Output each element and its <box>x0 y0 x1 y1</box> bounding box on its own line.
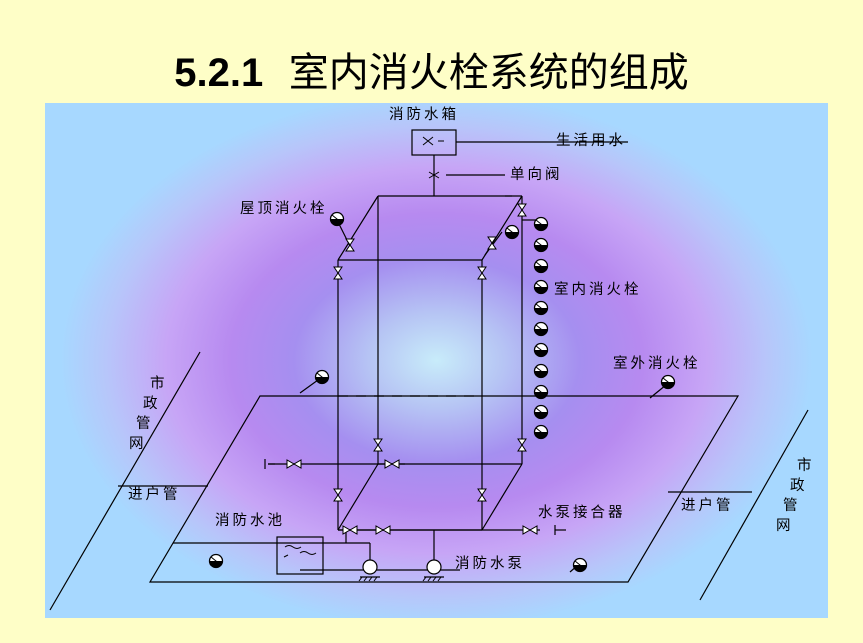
label-pool: 消防水池 <box>215 512 285 529</box>
section-title: 室内消火栓系统的组成 <box>288 50 689 96</box>
label-inlet-right: 进户管 <box>681 497 734 514</box>
label-roof-hydrant: 屋顶消火栓 <box>240 200 328 217</box>
label-municipal-left: 市政管网 <box>129 375 165 452</box>
label-municipal-right: 市政管网 <box>776 457 812 534</box>
label-inlet-left: 进户管 <box>128 486 181 503</box>
label-tank: 消防水箱 <box>389 106 459 123</box>
label-pump: 消防水泵 <box>455 555 525 572</box>
page-title: 5.2.1 室内消火栓系统的组成 <box>0 40 863 98</box>
section-number: 5.2.1 <box>174 51 264 95</box>
diagram-panel <box>45 103 828 618</box>
label-connector: 水泵接合器 <box>538 504 626 521</box>
label-outdoor-hydrant: 室外消火栓 <box>613 355 701 372</box>
label-indoor-hydrant: 室内消火栓 <box>554 281 642 298</box>
label-check-valve: 单向阀 <box>510 166 563 183</box>
label-domestic-water: 生活用水 <box>556 132 626 149</box>
